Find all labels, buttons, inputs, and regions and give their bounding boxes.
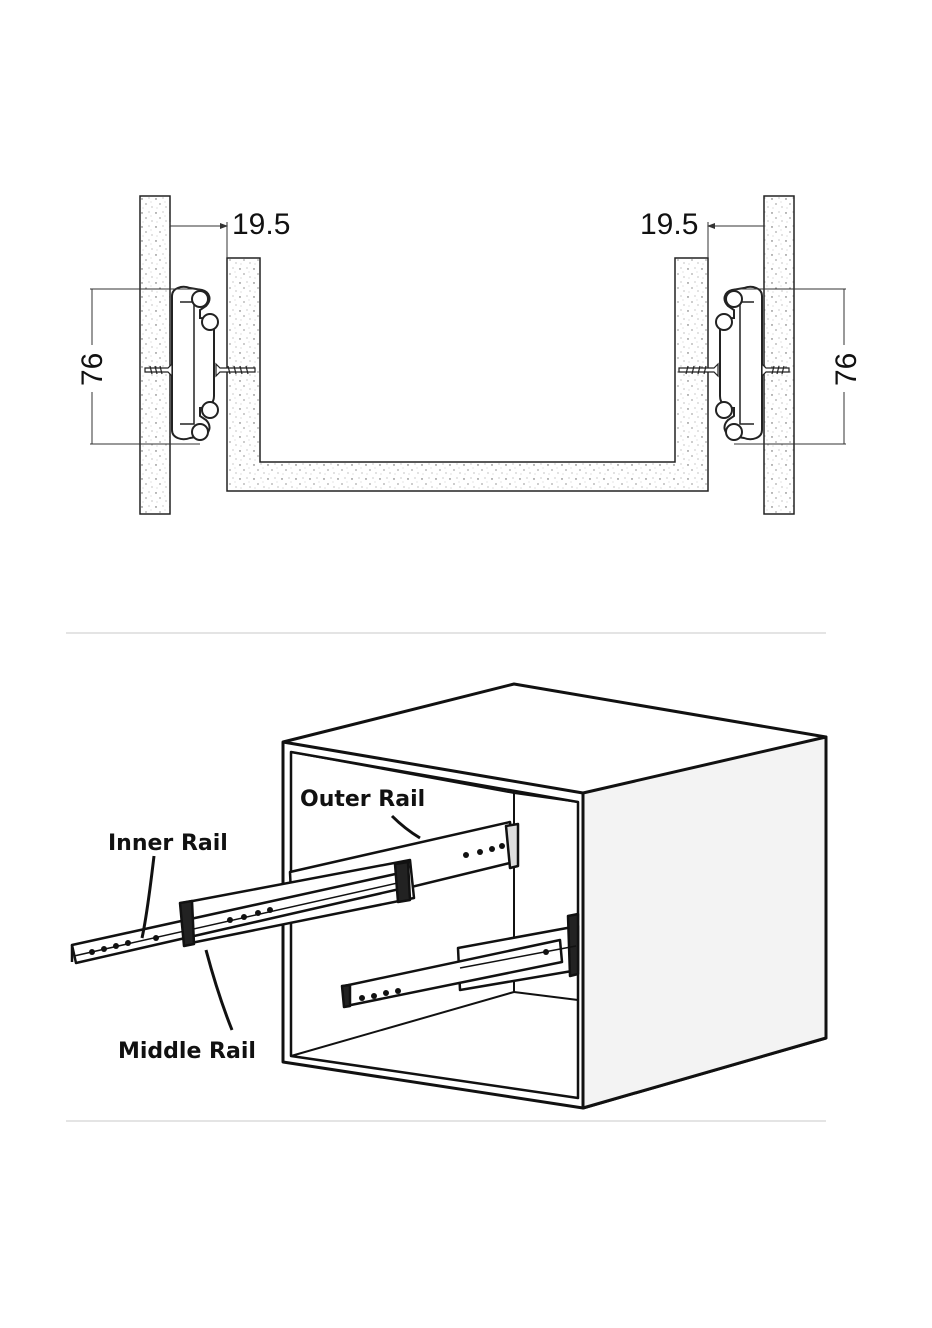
left-height-label: 76 bbox=[76, 353, 109, 386]
drawer-box bbox=[227, 258, 708, 491]
right-cabinet-panel bbox=[764, 196, 794, 514]
middle-rail-label: Middle Rail bbox=[118, 1039, 256, 1064]
right-gap-dimension bbox=[708, 222, 764, 260]
left-slide-profile bbox=[172, 287, 218, 440]
left-gap-dimension bbox=[170, 222, 227, 260]
left-cabinet-panel bbox=[140, 196, 170, 514]
left-gap-label: 19.5 bbox=[232, 208, 290, 241]
right-slide-profile bbox=[716, 287, 762, 440]
cross-section-diagram: 19.5 19.5 76 76 bbox=[0, 0, 932, 600]
right-gap-label: 19.5 bbox=[640, 208, 698, 241]
outer-rail-label: Outer Rail bbox=[300, 787, 425, 812]
inner-rail-label: Inner Rail bbox=[108, 831, 228, 856]
right-height-label: 76 bbox=[830, 353, 863, 386]
installation-illustration: Outer Rail Inner Rail Middle Rail bbox=[0, 600, 932, 1323]
